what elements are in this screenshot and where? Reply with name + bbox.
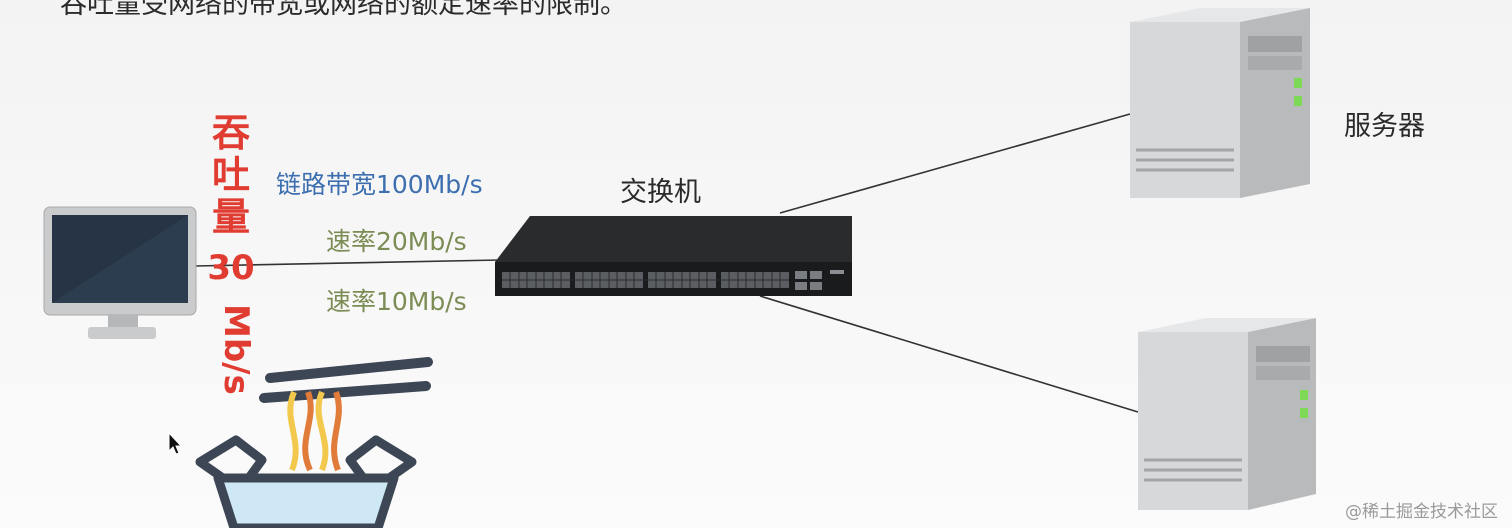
link-switch-server-top <box>779 113 1131 214</box>
throughput-chars: 吞吐量 <box>211 111 250 239</box>
server-tower-top <box>1130 8 1310 198</box>
throughput-number: 30 <box>207 248 255 288</box>
watermark: @稀土掘金技术社区 <box>1345 502 1498 522</box>
rate-10-label: 速率10Mb/s <box>326 287 467 316</box>
monitor-icon <box>43 206 197 339</box>
link-computer-switch <box>194 259 501 267</box>
server-label: 服务器 <box>1344 111 1425 142</box>
throughput-label: 吞吐量 30 <box>204 112 258 288</box>
throughput-unit: Mb/s <box>216 304 256 395</box>
switch-label: 交换机 <box>620 177 701 208</box>
header-text: 吞吐量受网络的带宽或网络的额定速率的限制。 <box>60 0 627 20</box>
noodle-bowl-icon <box>195 357 433 528</box>
mouse-cursor-icon <box>168 431 183 455</box>
link-switch-server-bottom <box>759 295 1139 413</box>
link-bandwidth-label: 链路带宽100Mb/s <box>276 170 483 199</box>
server-tower-bottom <box>1138 318 1316 510</box>
rate-20-label: 速率20Mb/s <box>326 227 467 256</box>
network-switch-icon <box>495 216 852 296</box>
